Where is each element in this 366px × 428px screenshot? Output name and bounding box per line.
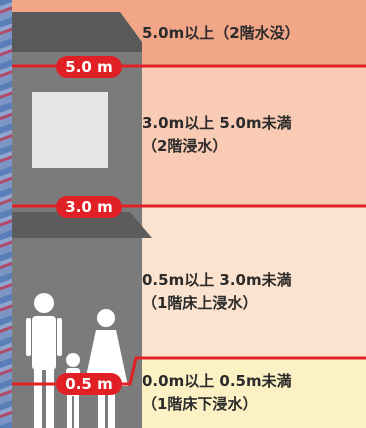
person-woman-icon: [84, 309, 128, 428]
level-label-05m-3m: 0.5m以上 3.0m未満 （1階床上浸水）: [142, 269, 292, 315]
level-label-5m: 5.0m以上（2階水没）: [142, 22, 300, 45]
level-label-05m-3m-line1: 0.5m以上 3.0m未満: [142, 271, 292, 289]
map-strip: [0, 0, 12, 428]
badge-5m-text: 5.0 m: [65, 58, 112, 76]
badge-5m: 5.0 m: [56, 56, 122, 78]
level-label-3m-5m-line1: 3.0m以上 5.0m未満: [142, 114, 292, 132]
level-label-0m-05m-line2: （1階床下浸水）: [142, 395, 258, 413]
level-label-0m-05m: 0.0m以上 0.5m未満 （1階床下浸水）: [142, 370, 292, 416]
person-man-icon: [26, 293, 62, 428]
badge-3m-text: 3.0 m: [65, 198, 112, 216]
level-label-0m-05m-line1: 0.0m以上 0.5m未満: [142, 372, 292, 390]
house-diagram: 5.0 m 3.0 m 0.5 m: [12, 12, 366, 428]
level-label-5m-line1: 5.0m以上（2階水没）: [142, 24, 300, 42]
badge-05m-text: 0.5 m: [65, 375, 112, 393]
people-group: [26, 293, 128, 428]
level-label-05m-3m-line2: （1階床上浸水）: [142, 294, 258, 312]
badge-3m: 3.0 m: [56, 196, 122, 218]
depth-panel: 5.0 m 3.0 m 0.5 m 5.0m以上（2階水没） 3.0m以上 5.…: [12, 0, 366, 428]
badge-05m: 0.5 m: [56, 373, 122, 395]
level-label-3m-5m-line2: （2階浸水）: [142, 137, 228, 155]
level-label-3m-5m: 3.0m以上 5.0m未満 （2階浸水）: [142, 112, 292, 158]
